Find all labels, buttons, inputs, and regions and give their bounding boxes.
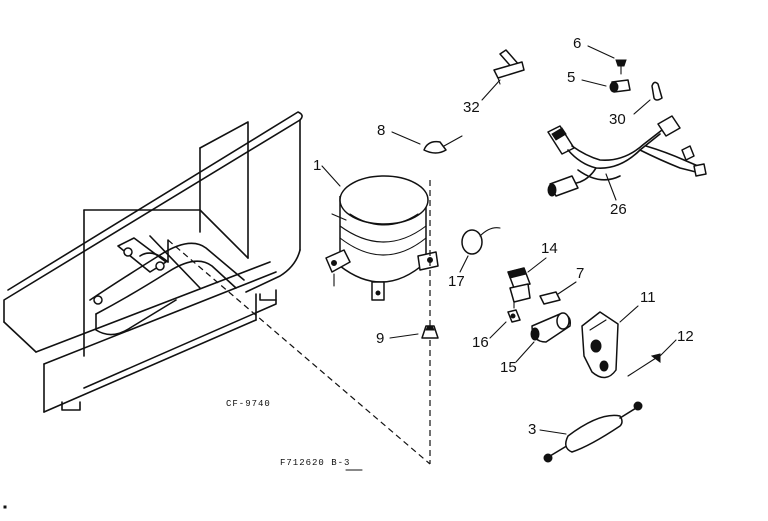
leader-9: [389, 333, 419, 339]
nut-part: [507, 309, 521, 323]
leader-5: [581, 79, 607, 87]
callout-7: 7: [576, 265, 584, 282]
leader-12: [659, 339, 677, 357]
leader-1: [321, 165, 341, 187]
capacitor-clip-part: [539, 291, 561, 305]
leader-26: [605, 173, 617, 201]
callout-30: 30: [609, 111, 626, 128]
clip-part: [493, 49, 525, 85]
bracket-screw-part: [627, 353, 661, 377]
callout-26: 26: [610, 201, 627, 218]
leader-30: [633, 99, 651, 115]
callout-32: 32: [463, 99, 480, 116]
callout-16: 16: [472, 334, 489, 351]
callout-3: 3: [528, 421, 536, 438]
leader-16: [489, 321, 507, 339]
drier-part: [543, 401, 643, 463]
relay-part: [507, 267, 531, 309]
wiring-harness-part: [547, 115, 707, 197]
leader-6: [587, 45, 615, 59]
screw-part: [615, 59, 627, 75]
callout-6: 6: [573, 35, 581, 52]
leader-11: [619, 305, 639, 323]
leader-8: [391, 131, 421, 145]
capacitor-part: [530, 312, 572, 343]
callout-15: 15: [500, 359, 517, 376]
compressor: [325, 175, 439, 301]
leader-14: [527, 257, 547, 273]
leader-17: [459, 255, 469, 273]
callout-9: 9: [376, 330, 384, 347]
drawing-number: F712620 B-3: [280, 458, 350, 468]
callout-1: 1: [313, 157, 321, 174]
callout-17: 17: [448, 273, 465, 290]
callout-11: 11: [640, 289, 656, 306]
corner-mark: [3, 505, 7, 509]
bracket-part: [581, 311, 619, 379]
overload-protector-part: [461, 227, 501, 255]
leader-15: [515, 341, 535, 363]
callout-5: 5: [567, 69, 575, 86]
leader-3: [539, 429, 567, 435]
leader-32: [481, 79, 501, 101]
connector-part: [651, 81, 663, 101]
terminal-cover-part: [423, 135, 463, 154]
callout-8: 8: [377, 122, 385, 139]
leader-7: [557, 281, 577, 295]
callout-12: 12: [677, 328, 694, 345]
plug-part: [609, 79, 631, 93]
cabinet-code: CF-9740: [226, 399, 271, 409]
refrigerator-cabinet: [3, 111, 431, 465]
callout-14: 14: [541, 240, 558, 257]
grommet-part: [421, 325, 439, 339]
